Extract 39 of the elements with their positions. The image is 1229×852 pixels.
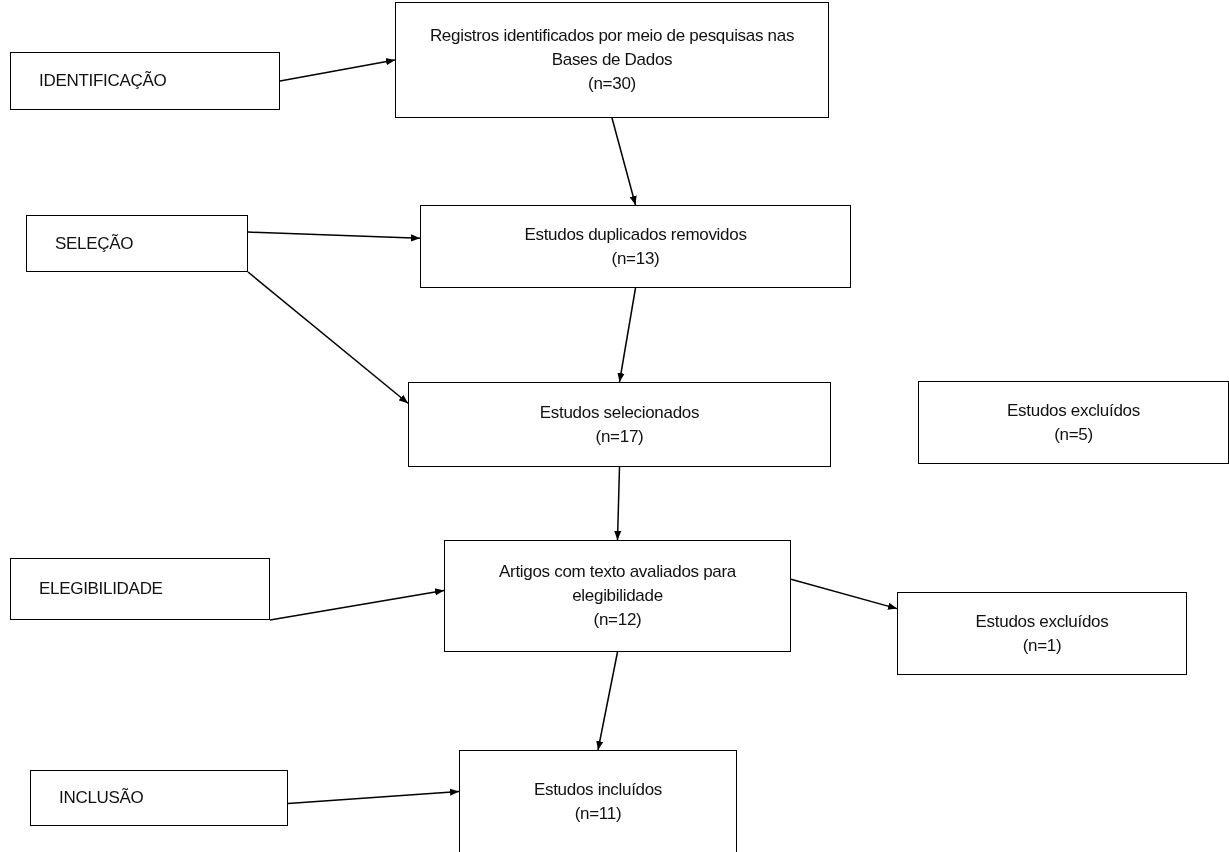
process-box (918, 381, 1229, 464)
box-text: ELEGIBILIDADE (39, 578, 163, 600)
box-text: Estudos excluídos (975, 610, 1109, 633)
count-text: (n=1) (1022, 634, 1062, 657)
arrow (790, 578, 898, 610)
arrow (596, 651, 619, 751)
box-text: INCLUSÃO (59, 787, 144, 809)
process-box (459, 750, 737, 852)
stage-box (26, 215, 248, 272)
process-box (408, 382, 831, 467)
count-text: (n=12) (593, 609, 642, 631)
stage-box (10, 52, 280, 110)
arrow (247, 231, 421, 242)
arrow (614, 466, 622, 541)
arrow (279, 58, 396, 82)
arrow (287, 788, 460, 805)
box-text: Estudos duplicados removidos (524, 223, 747, 246)
arrow (611, 117, 637, 206)
box-text: Registros identificados por meio de pesquisas nas Bases de Dados (428, 25, 796, 71)
process-box (897, 592, 1187, 675)
count-text: (n=11) (574, 803, 622, 825)
count-text: (n=5) (1054, 423, 1093, 446)
box-text: Estudos incluídos (533, 779, 663, 801)
box-text: SELEÇÃO (55, 232, 134, 255)
count-text: (n=30) (588, 73, 636, 95)
arrow (247, 271, 409, 404)
box-text: Estudos selecionados (539, 401, 700, 424)
count-text: (n=17) (595, 425, 644, 448)
box-text: IDENTIFICAÇÃO (39, 70, 167, 92)
process-box (420, 205, 851, 288)
arrow (269, 588, 445, 621)
process-box (395, 2, 829, 118)
box-text: Estudos excluídos (1007, 399, 1140, 422)
count-text: (n=13) (611, 247, 660, 270)
arrow (617, 287, 637, 383)
box-text: Artigos com texto avaliados para elegibilidade (498, 561, 738, 607)
process-box (444, 540, 791, 652)
stage-box (30, 770, 288, 826)
stage-box (10, 558, 270, 620)
